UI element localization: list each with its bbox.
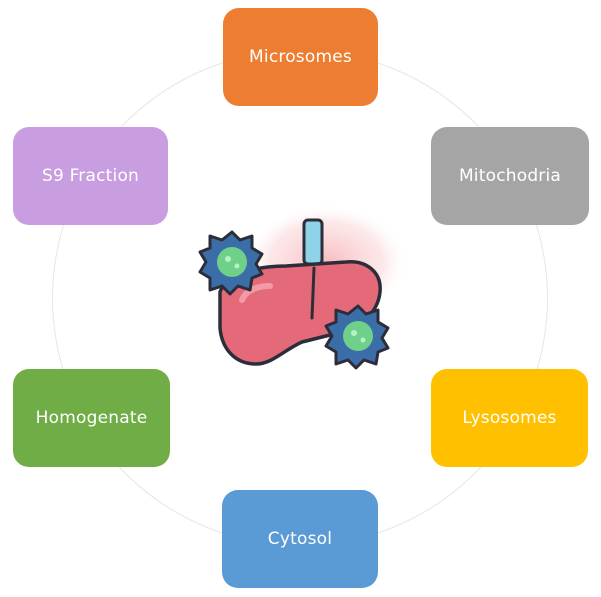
node-homogenate: Homogenate — [13, 369, 170, 467]
node-lysosomes: Lysosomes — [431, 369, 588, 467]
node-microsomes: Microsomes — [223, 8, 378, 106]
node-label: Microsomes — [249, 47, 352, 67]
node-cytosol: Cytosol — [222, 490, 378, 588]
node-s9-fraction: S9 Fraction — [13, 127, 168, 225]
node-mitochondria: Mitochodria — [431, 127, 589, 225]
node-label: Cytosol — [267, 529, 333, 549]
node-label: Lysosomes — [462, 408, 557, 428]
liver-with-virus-icon — [186, 200, 416, 390]
node-label: Mitochodria — [458, 166, 562, 186]
node-label: Homogenate — [35, 408, 148, 428]
node-label: S9 Fraction — [41, 166, 140, 186]
